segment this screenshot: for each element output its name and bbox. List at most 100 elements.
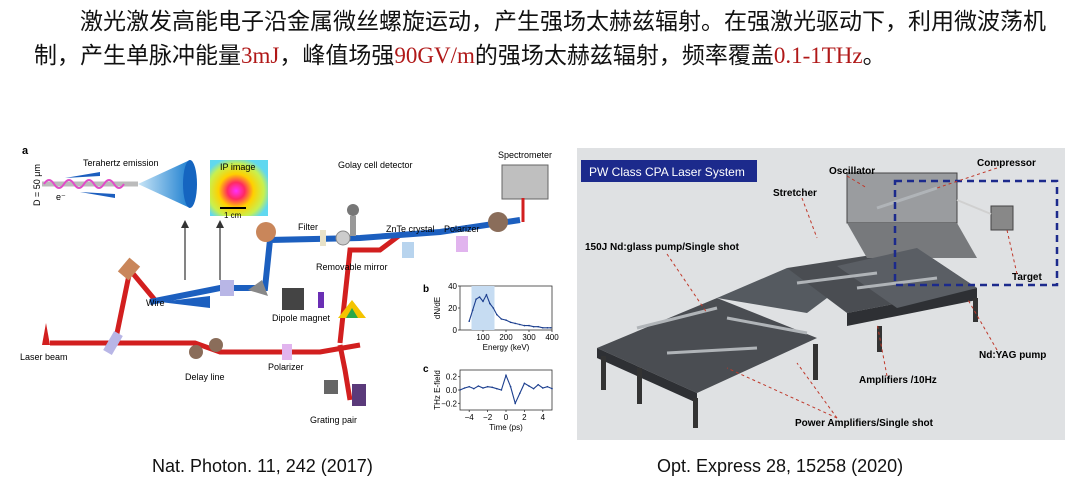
detector-mirror (488, 212, 508, 232)
laser-system-figure: PW Class CPA Laser System Oscillator Com… (577, 148, 1065, 440)
intro-paragraph: 激光激发高能电子沿金属微丝螺旋运动，产生强场太赫兹辐射。在强激光驱动下，利用微波… (34, 6, 1064, 73)
x-tick-label: 2 (522, 413, 527, 422)
data-point (496, 387, 498, 390)
y-tick-label: 0.2 (446, 373, 458, 382)
data-point (475, 298, 477, 300)
data-point (491, 386, 494, 389)
filter-label: Filter (298, 222, 318, 232)
pulse-energy-value: 3mJ (241, 43, 280, 68)
delay-line-label: Delay line (185, 372, 225, 382)
yag-pump-label: Nd:YAG pump (979, 350, 1046, 361)
data-point (500, 318, 503, 320)
y-tick-label: 40 (448, 282, 457, 291)
stretcher-label: Stretcher (773, 188, 817, 199)
experimental-setup-figure: a D = 50 μm e⁻ Terahertz emission IP ima… (20, 140, 566, 440)
data-point (509, 321, 512, 324)
znte-label: ZnTe crystal (386, 224, 435, 234)
ip-image (210, 160, 268, 216)
data-point (523, 382, 526, 385)
wire-label: Wire (146, 298, 165, 308)
data-point (509, 385, 512, 388)
y-tick-label: −0.2 (441, 399, 457, 408)
data-point (519, 323, 521, 326)
y-tick-label: 20 (448, 304, 457, 313)
laser-beam-label: Laser beam (20, 352, 68, 362)
dipole-magnet (282, 288, 304, 310)
spectrometer-label: Spectrometer (498, 150, 552, 160)
dipole-magnet-label: Dipole magnet (272, 313, 331, 323)
x-axis-label: Energy (keV) (483, 343, 530, 352)
x-tick-label: 300 (522, 333, 536, 342)
data-point (523, 324, 526, 327)
data-point (550, 327, 552, 329)
terahertz-cone (138, 160, 190, 208)
x-tick-label: 4 (541, 413, 546, 422)
y-axis-label: dN/dE (433, 297, 442, 319)
target-area-box (893, 179, 1059, 287)
data-point (485, 294, 488, 296)
y-tick-label: 0.0 (446, 386, 458, 395)
x-tick-label: 400 (545, 333, 559, 342)
power-amplifiers-label: Power Amplifiers/Single shot (795, 418, 934, 429)
data-point (514, 322, 516, 325)
spectrometer-box (501, 164, 549, 200)
data-point (489, 302, 491, 305)
laser-system-render: PW Class CPA Laser System Oscillator Com… (577, 148, 1065, 440)
terahertz-emission-label: Terahertz emission (83, 158, 159, 168)
para-text-1: 激光激发高能电子沿金属微丝螺旋运动，产生强场太赫兹辐射。在强激光驱动下，利用微波… (34, 9, 1046, 69)
y-axis-label: THz E-field (433, 370, 442, 410)
data-point (463, 387, 466, 389)
data-point (486, 385, 489, 388)
para-text-2: ，峰值场强 (279, 43, 395, 69)
title-bar (581, 160, 757, 182)
data-point (482, 387, 484, 389)
peak-field-value: 90GV/m (394, 43, 475, 68)
main-table (597, 298, 817, 393)
data-point (482, 300, 484, 303)
compressor-label: Compressor (977, 158, 1036, 169)
data-point (519, 392, 521, 395)
spiral-electron-path (43, 179, 125, 189)
grating-pair-label: Grating pair (310, 415, 357, 425)
para-text-3: 的强场太赫兹辐射，频率覆盖 (474, 43, 774, 69)
data-point (468, 385, 471, 388)
setup-diagram: a D = 50 μm e⁻ Terahertz emission IP ima… (20, 145, 559, 432)
data-point (500, 389, 503, 391)
data-point (471, 309, 474, 311)
data-point (492, 307, 495, 309)
diameter-label: D = 50 μm (32, 164, 42, 206)
data-point (528, 324, 530, 327)
para-text-4: 。 (862, 43, 886, 69)
shaded-region (471, 286, 495, 330)
data-point (551, 387, 553, 390)
data-point (528, 385, 530, 387)
data-point (505, 374, 507, 377)
data-point (473, 387, 475, 390)
x-tick-label: 100 (476, 333, 490, 342)
golay-cell-detector (347, 204, 359, 216)
panel-b-label: b (423, 284, 429, 295)
panel-a-label: a (22, 145, 29, 157)
x-tick-label: 0 (504, 413, 509, 422)
target-label: Target (1012, 272, 1042, 283)
right-caption: Opt. Express 28, 15258 (2020) (657, 456, 904, 476)
data-point (537, 325, 539, 328)
polarizer-top-label: Polarizer (444, 224, 480, 234)
data-point (532, 325, 535, 328)
data-point (478, 296, 481, 298)
y-tick-label: 0 (453, 326, 458, 335)
grating-pair (352, 384, 366, 406)
x-axis-label: Time (ps) (489, 423, 523, 432)
frequency-range-value: 0.1-1THz (773, 43, 863, 68)
panel-c-label: c (423, 364, 429, 375)
removable-mirror-label: Removable mirror (316, 262, 388, 272)
data-point (477, 385, 480, 387)
parabolic-mirror (256, 222, 276, 242)
data-point (468, 320, 471, 322)
x-tick-label: 200 (499, 333, 513, 342)
data-point (542, 327, 544, 329)
ip-image-label: IP image (220, 162, 255, 172)
glass-pump-label: 150J Nd:glass pump/Single shot (585, 242, 740, 253)
